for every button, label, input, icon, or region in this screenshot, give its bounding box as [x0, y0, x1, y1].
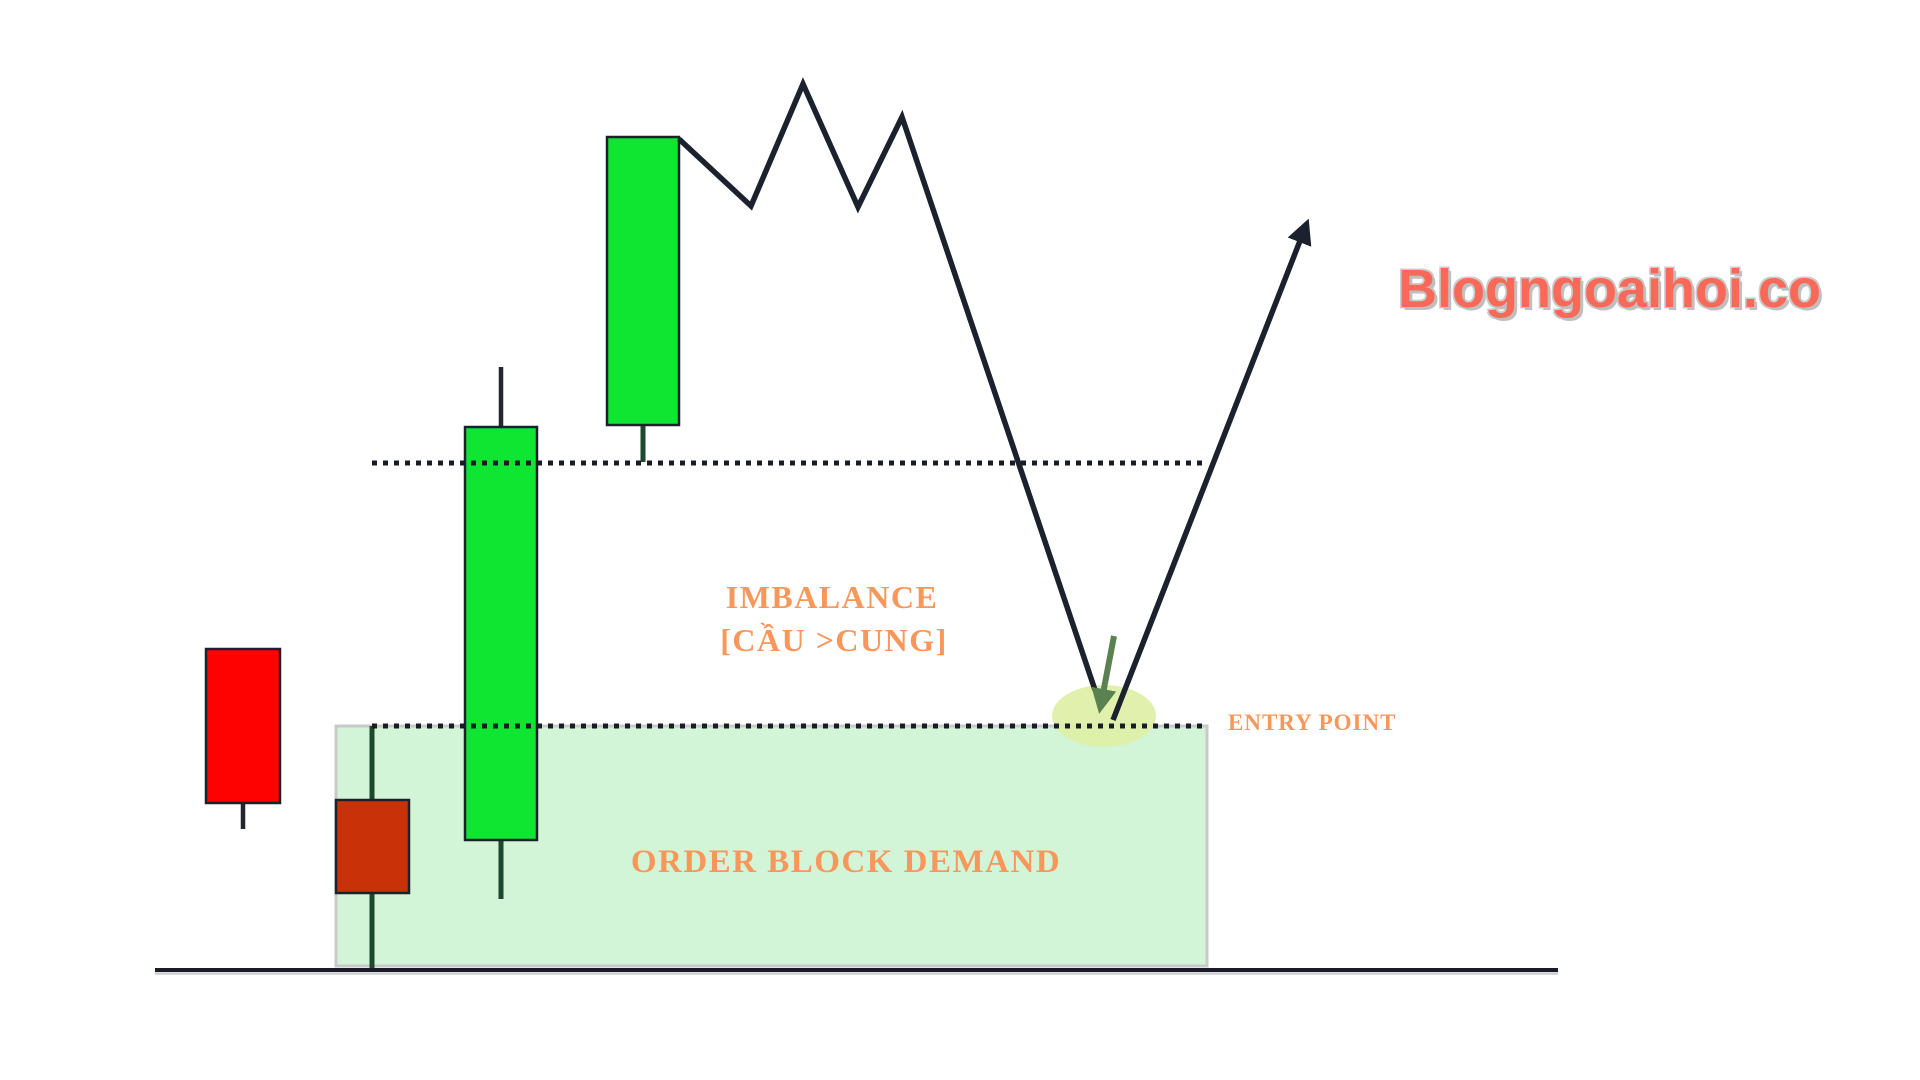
entry-point-label: ENTRY POINT [1228, 710, 1396, 735]
candle-bearish-red [204, 647, 282, 829]
imbalance-label-line2: [CẦU >CUNG] [720, 622, 948, 658]
entry-arrow-icon [1091, 635, 1117, 714]
entry-highlight-ellipse [1052, 685, 1156, 747]
breakout-arrow [1110, 218, 1312, 721]
candle-bearish-dark [334, 726, 411, 968]
price-path [677, 77, 1098, 691]
candle-bearish-red-body [204, 647, 282, 805]
watermark-logo: Blogngoaihoi.co [1398, 259, 1821, 319]
order-block-demand-label: ORDER BLOCK DEMAND [631, 844, 1061, 880]
candle-bullish-large-body [463, 425, 539, 842]
candle-bullish-small-body [605, 135, 681, 427]
candle-bearish-dark-body [334, 798, 411, 895]
candle-bullish-small [605, 135, 681, 462]
candle-bullish-large [463, 367, 539, 899]
imbalance-label-line1: IMBALANCE [726, 579, 939, 615]
